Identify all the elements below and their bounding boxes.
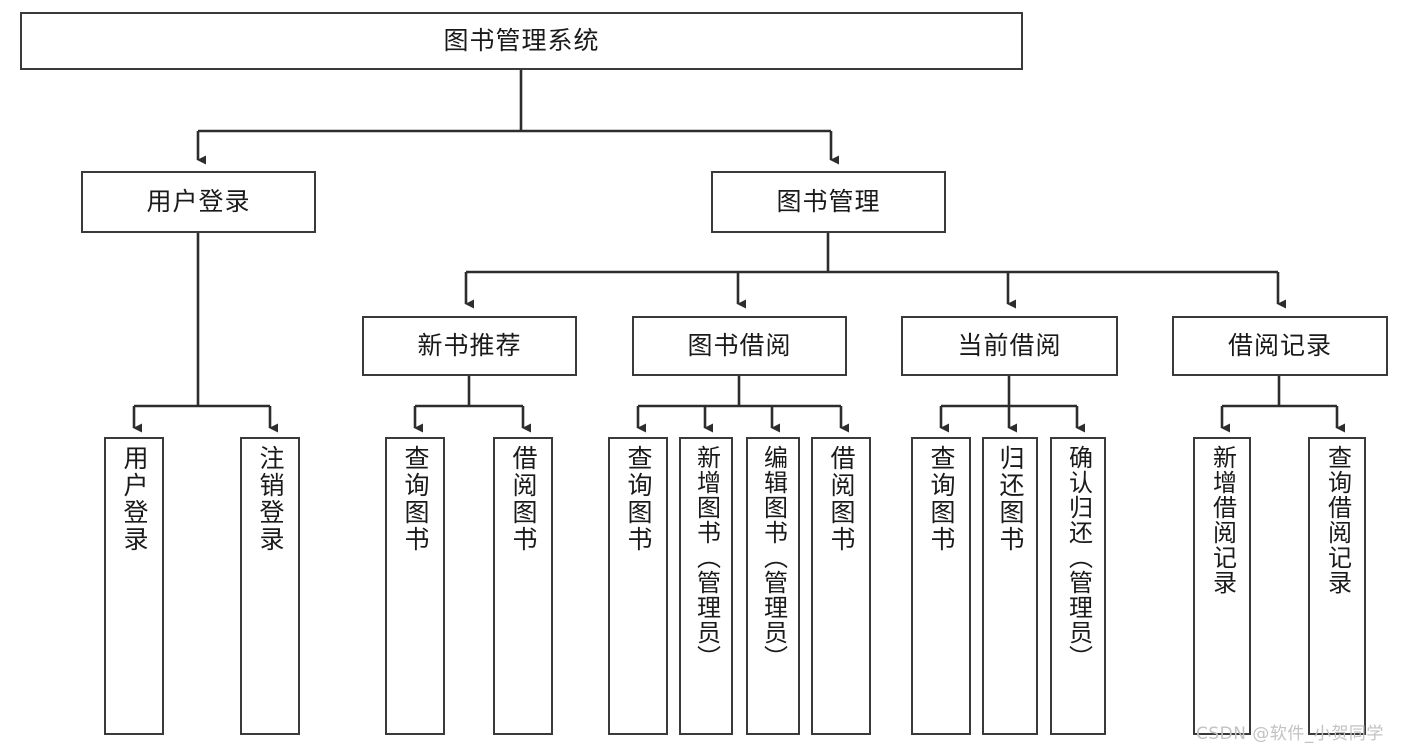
node-user-login[interactable]: 用户登录 <box>81 171 316 233</box>
node-book-management-label: 图书管理 <box>776 187 881 217</box>
leaf-return-book-label: 归还图书 <box>996 445 1025 553</box>
leaf-user-login[interactable]: 用户登录 <box>104 437 164 735</box>
leaf-add-record[interactable]: 新增借阅记录 <box>1193 437 1251 735</box>
leaf-query-book-1[interactable]: 查询图书 <box>385 437 445 735</box>
leaf-query-book-2-label: 查询图书 <box>624 445 653 553</box>
node-book-borrow-label: 图书借阅 <box>687 331 792 361</box>
node-new-book-recommend[interactable]: 新书推荐 <box>362 316 577 376</box>
leaf-query-book-3[interactable]: 查询图书 <box>911 437 971 735</box>
leaf-query-book-1-label: 查询图书 <box>401 445 430 553</box>
leaf-edit-book[interactable]: 编辑图书（管理员） <box>746 437 800 735</box>
leaf-borrow-book-2-label: 借阅图书 <box>827 445 856 553</box>
node-book-borrow[interactable]: 图书借阅 <box>632 316 847 376</box>
node-root[interactable]: 图书管理系统 <box>20 12 1023 70</box>
leaf-borrow-book-2[interactable]: 借阅图书 <box>811 437 871 735</box>
node-current-borrow-label: 当前借阅 <box>957 331 1062 361</box>
leaf-user-logout[interactable]: 注销登录 <box>240 437 300 735</box>
node-user-login-label: 用户登录 <box>146 187 251 217</box>
leaf-borrow-book-1[interactable]: 借阅图书 <box>493 437 553 735</box>
leaf-add-book-label: 新增图书（管理员） <box>692 445 721 670</box>
node-root-label: 图书管理系统 <box>443 26 600 56</box>
leaf-query-record[interactable]: 查询借阅记录 <box>1308 437 1366 735</box>
leaf-add-book[interactable]: 新增图书（管理员） <box>679 437 733 735</box>
leaf-confirm-return[interactable]: 确认归还（管理员） <box>1050 437 1106 735</box>
leaf-return-book[interactable]: 归还图书 <box>982 437 1038 735</box>
leaf-add-record-label: 新增借阅记录 <box>1208 445 1237 595</box>
csdn-watermark: CSDN @软件_小贺同学 <box>1196 724 1384 744</box>
leaf-query-book-2[interactable]: 查询图书 <box>608 437 668 735</box>
leaf-query-record-label: 查询借阅记录 <box>1323 445 1352 595</box>
node-book-management[interactable]: 图书管理 <box>711 171 946 233</box>
node-borrow-records-label: 借阅记录 <box>1227 331 1332 361</box>
node-borrow-records[interactable]: 借阅记录 <box>1172 316 1388 376</box>
leaf-user-login-label: 用户登录 <box>120 445 149 553</box>
leaf-edit-book-label: 编辑图书（管理员） <box>759 445 788 670</box>
leaf-borrow-book-1-label: 借阅图书 <box>509 445 538 553</box>
leaf-user-logout-label: 注销登录 <box>256 445 285 553</box>
leaf-confirm-return-label: 确认归还（管理员） <box>1064 445 1093 670</box>
leaf-query-book-3-label: 查询图书 <box>927 445 956 553</box>
node-current-borrow[interactable]: 当前借阅 <box>901 316 1118 376</box>
node-new-book-recommend-label: 新书推荐 <box>417 331 522 361</box>
